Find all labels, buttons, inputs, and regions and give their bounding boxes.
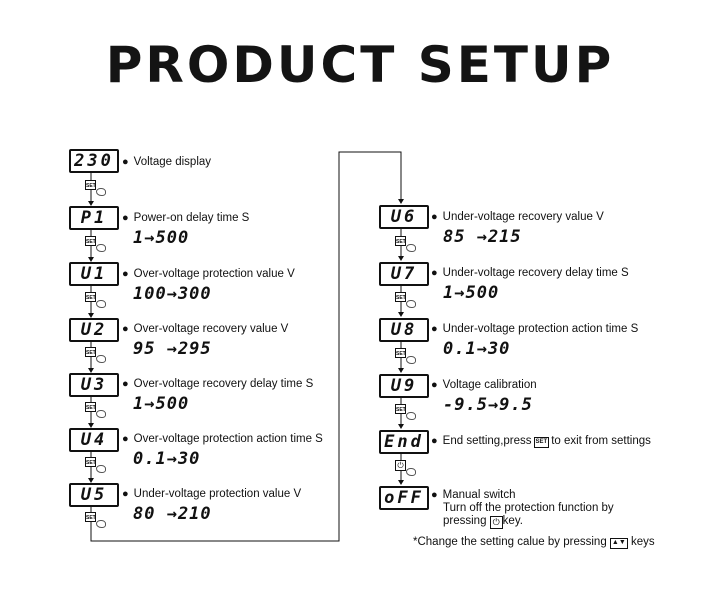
finger-press-icon bbox=[96, 520, 106, 528]
power-key-icon: ⏻ bbox=[395, 460, 406, 471]
finger-press-icon bbox=[96, 300, 106, 308]
display-u5: U5 bbox=[69, 483, 119, 507]
range-u2: 95 →295 bbox=[133, 339, 212, 359]
finger-press-icon bbox=[406, 300, 416, 308]
finger-press-icon bbox=[406, 356, 416, 364]
display-u2: U2 bbox=[69, 318, 119, 342]
item-over-voltage-protection: ●Over-voltage protection value V bbox=[122, 268, 295, 280]
range-u6: 85 →215 bbox=[443, 227, 522, 247]
range-u8: 0.1→30 bbox=[443, 339, 511, 359]
item-over-voltage-recovery: ●Over-voltage recovery value V bbox=[122, 323, 289, 335]
set-key-icon: SET bbox=[395, 348, 406, 358]
finger-press-icon bbox=[406, 412, 416, 420]
display-u4: U4 bbox=[69, 428, 119, 452]
set-key-icon: SET bbox=[85, 457, 96, 467]
set-key-icon: SET bbox=[395, 404, 406, 414]
set-key-icon: SET bbox=[395, 236, 406, 246]
range-u3: 1→500 bbox=[133, 394, 190, 414]
display-u3: U3 bbox=[69, 373, 119, 397]
item-over-voltage-recovery-delay: ●Over-voltage recovery delay time S bbox=[122, 378, 314, 390]
range-u9: -9.5→9.5 bbox=[443, 395, 533, 415]
display-u6: U6 bbox=[379, 205, 429, 229]
finger-press-icon bbox=[96, 188, 106, 196]
item-voltage-calibration: ●Voltage calibration bbox=[431, 379, 537, 391]
display-voltage: 230 bbox=[69, 149, 119, 173]
item-under-voltage-protection: ●Under-voltage protection value V bbox=[122, 488, 302, 500]
range-u4: 0.1→30 bbox=[133, 449, 201, 469]
display-end: End bbox=[379, 430, 429, 454]
item-power-on-delay: ●Power-on delay time S bbox=[122, 212, 250, 224]
power-key-icon: ⏻ bbox=[489, 516, 503, 529]
range-u7: 1→500 bbox=[443, 283, 500, 303]
finger-press-icon bbox=[96, 410, 106, 418]
set-key-icon: SET bbox=[85, 236, 96, 246]
display-u8: U8 bbox=[379, 318, 429, 342]
set-key-icon: SET bbox=[85, 180, 96, 190]
set-key-icon: SET bbox=[85, 402, 96, 412]
footnote: *Change the setting calue by pressing ▲▼… bbox=[413, 536, 655, 549]
item-over-voltage-action-time: ●Over-voltage protection action time S bbox=[122, 433, 323, 445]
set-key-icon: SET bbox=[85, 347, 96, 357]
set-key-icon: SET bbox=[395, 292, 406, 302]
item-under-voltage-action-time: ●Under-voltage protection action time S bbox=[431, 323, 639, 335]
finger-press-icon bbox=[406, 244, 416, 252]
range-u5: 80 →210 bbox=[133, 504, 212, 524]
page-title: PRODUCT SETUP bbox=[105, 36, 615, 94]
item-voltage-display: ●Voltage display bbox=[122, 156, 212, 168]
range-p1: 1→500 bbox=[133, 228, 190, 248]
display-p1: P1 bbox=[69, 206, 119, 230]
display-u1: U1 bbox=[69, 262, 119, 286]
arrow-keys-icon: ▲▼ bbox=[609, 538, 628, 549]
display-off: oFF bbox=[379, 486, 429, 510]
set-key-icon: SET bbox=[85, 292, 96, 302]
finger-press-icon bbox=[96, 465, 106, 473]
set-key-icon: SET bbox=[533, 437, 550, 448]
finger-press-icon bbox=[406, 468, 416, 476]
display-u9: U9 bbox=[379, 374, 429, 398]
item-under-voltage-recovery-delay: ●Under-voltage recovery delay time S bbox=[431, 267, 629, 279]
range-u1: 100→300 bbox=[133, 284, 212, 304]
set-key-icon: SET bbox=[85, 512, 96, 522]
item-manual-switch: ●Manual switch Turn off the protection f… bbox=[431, 489, 614, 529]
finger-press-icon bbox=[96, 244, 106, 252]
finger-press-icon bbox=[96, 355, 106, 363]
display-u7: U7 bbox=[379, 262, 429, 286]
item-under-voltage-recovery: ●Under-voltage recovery value V bbox=[431, 211, 604, 223]
